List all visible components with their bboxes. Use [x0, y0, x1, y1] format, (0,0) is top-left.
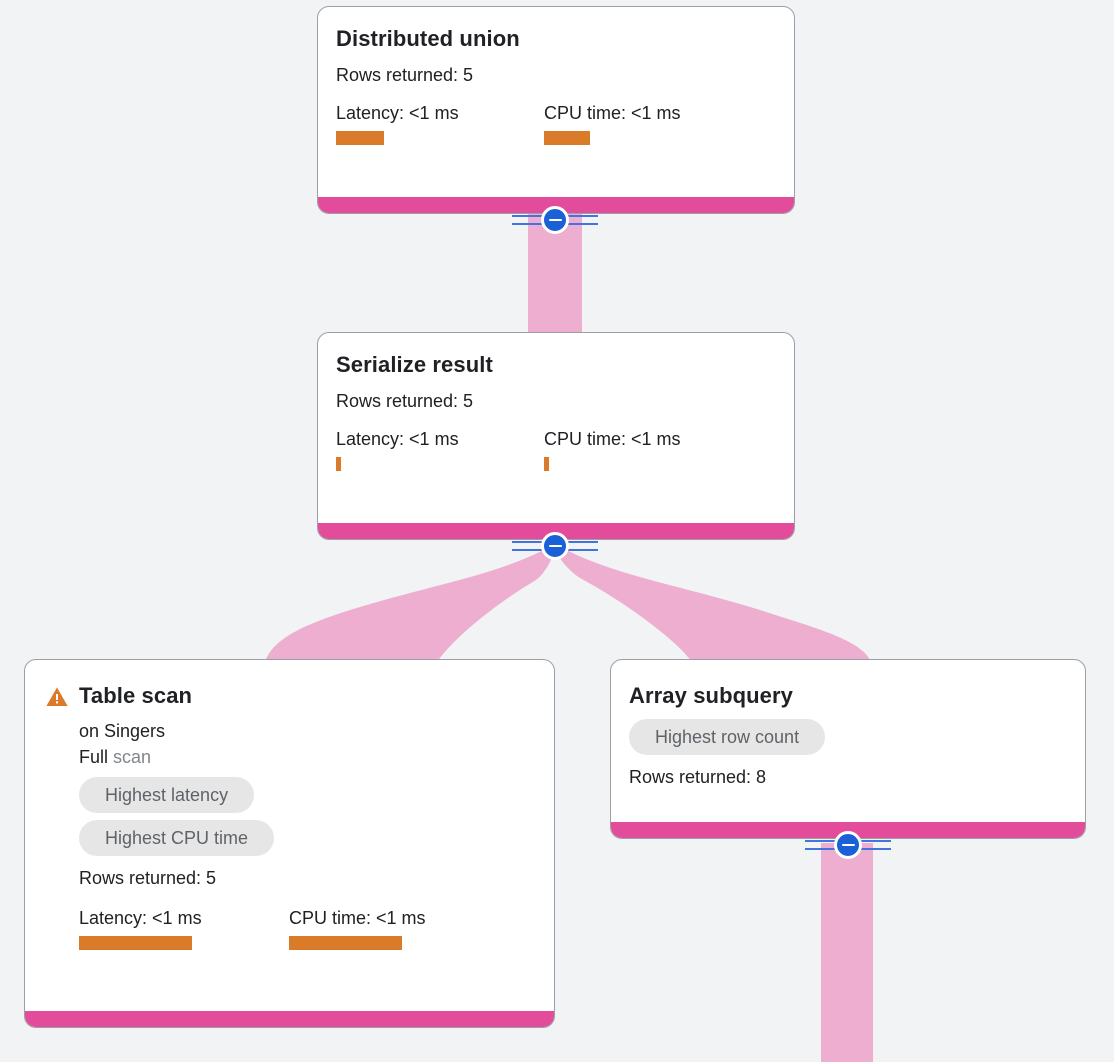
minus-circle-icon[interactable]: [834, 831, 862, 859]
cpu-time-bar: [289, 936, 402, 950]
rows-returned-text: Rows returned: 5: [79, 868, 217, 888]
node-title: Table scan: [79, 683, 193, 708]
edge-array-subquery-downstream: [821, 843, 873, 1062]
node-chip-list: Highest latency Highest CPU time: [79, 777, 534, 856]
node-metrics: Latency: <1 ms CPU time: <1 ms: [336, 101, 776, 145]
node-title: Array subquery: [629, 683, 794, 708]
latency-label: Latency: <1 ms: [336, 429, 459, 449]
rows-returned-text: Rows returned: 8: [629, 767, 767, 787]
plan-node-array-subquery[interactable]: Array subquery Highest row count Rows re…: [610, 659, 1086, 839]
warning-triangle-icon: [46, 687, 68, 706]
cpu-time-bar: [544, 131, 590, 145]
plan-node-serialize-result[interactable]: Serialize result Rows returned: 5 Latenc…: [317, 332, 795, 540]
node-body: Distributed union Rows returned: 5 Laten…: [318, 7, 794, 197]
latency-label: Latency: <1 ms: [336, 103, 459, 123]
node-title-row: Distributed union: [336, 25, 776, 53]
node-body: Table scan on Singers Full scan Highest …: [25, 660, 554, 1011]
scan-type-head: Full: [79, 747, 109, 767]
chip-highest-row-count[interactable]: Highest row count: [629, 719, 826, 755]
edge-serialize-result-to-table-scan: [265, 545, 555, 662]
plan-node-table-scan[interactable]: Table scan on Singers Full scan Highest …: [24, 659, 555, 1028]
node-metrics: Latency: <1 ms CPU time: <1 ms: [79, 906, 534, 950]
collapse-toggle-serialize-result[interactable]: [512, 531, 598, 561]
chip-highest-latency[interactable]: Highest latency: [79, 777, 255, 813]
cpu-time-metric: CPU time: <1 ms: [289, 906, 426, 950]
cpu-time-label: CPU time: <1 ms: [289, 908, 426, 928]
rows-returned-text: Rows returned: 5: [336, 65, 474, 85]
latency-label: Latency: <1 ms: [79, 908, 202, 928]
node-details: on Singers Full scan Highest latency Hig…: [45, 718, 534, 950]
cpu-time-bar: [544, 457, 549, 471]
node-title-row: Table scan: [45, 682, 534, 710]
cpu-time-metric: CPU time: <1 ms: [544, 427, 681, 471]
latency-bar: [336, 457, 341, 471]
cpu-time-label: CPU time: <1 ms: [544, 429, 681, 449]
minus-circle-icon[interactable]: [541, 532, 569, 560]
latency-metric: Latency: <1 ms: [336, 427, 544, 471]
rows-returned-text: Rows returned: 5: [336, 391, 474, 411]
chip-highest-cpu-time[interactable]: Highest CPU time: [79, 820, 275, 856]
node-accent-bar: [611, 822, 1085, 838]
node-metrics: Latency: <1 ms CPU time: <1 ms: [336, 427, 776, 471]
minus-circle-icon[interactable]: [541, 206, 569, 234]
scan-type-tail: scan: [108, 747, 152, 767]
node-accent-bar: [318, 197, 794, 213]
node-scan-type: Full scan: [79, 744, 534, 770]
latency-bar: [79, 936, 192, 950]
node-accent-bar: [318, 523, 794, 539]
plan-node-distributed-union[interactable]: Distributed union Rows returned: 5 Laten…: [317, 6, 795, 214]
latency-bar: [336, 131, 384, 145]
collapse-toggle-array-subquery[interactable]: [805, 830, 891, 860]
edge-serialize-result-to-array-subquery: [555, 545, 871, 662]
node-title: Serialize result: [336, 352, 493, 377]
node-body: Array subquery Highest row count Rows re…: [611, 660, 1085, 822]
node-title: Distributed union: [336, 26, 520, 51]
cpu-time-metric: CPU time: <1 ms: [544, 101, 681, 145]
node-title-row: Array subquery: [629, 682, 1067, 710]
collapse-toggle-distributed-union[interactable]: [512, 205, 598, 235]
cpu-time-label: CPU time: <1 ms: [544, 103, 681, 123]
node-title-row: Serialize result: [336, 351, 776, 379]
latency-metric: Latency: <1 ms: [336, 101, 544, 145]
node-body: Serialize result Rows returned: 5 Latenc…: [318, 333, 794, 523]
latency-metric: Latency: <1 ms: [79, 906, 289, 950]
node-subtitle: on Singers: [79, 721, 166, 741]
node-chip-list: Highest row count: [629, 719, 1067, 755]
node-accent-bar: [25, 1011, 554, 1027]
